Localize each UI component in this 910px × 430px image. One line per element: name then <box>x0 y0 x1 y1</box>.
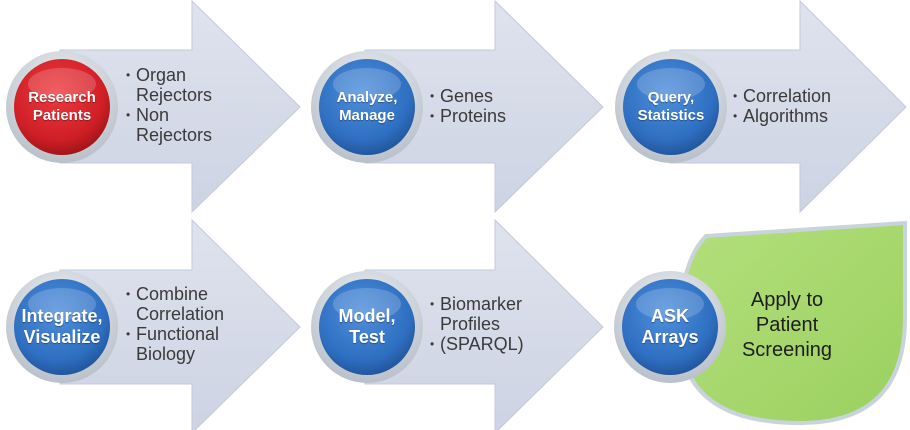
step-label-6-line-2: Arrays <box>641 327 699 347</box>
final-text-line-3: Screening <box>741 339 833 361</box>
step-circle-2 <box>311 51 423 163</box>
step-label-2-line-2: Manage <box>339 107 395 124</box>
final-outcome-text: Apply to Patient Screening <box>717 288 857 363</box>
step-label-6-line-1: ASK <box>650 306 689 326</box>
bullet-item: (SPARQL) <box>430 334 550 354</box>
step-label-4: Integrate, Visualize <box>12 306 112 348</box>
bullet-item: Organ Rejectors <box>126 65 236 105</box>
step-label-4-line-2: Visualize <box>23 327 101 347</box>
step-circle-1 <box>6 51 118 163</box>
step-label-3-line-2: Statistics <box>637 107 705 124</box>
step-4-bullets: Combine Correlation Functional Biology <box>126 284 256 364</box>
step-label-4-line-1: Integrate, <box>21 306 103 326</box>
step-label-6: ASK Arrays <box>620 306 720 348</box>
step-label-1-line-2: Patients <box>32 107 92 124</box>
step-circle-4 <box>6 271 118 383</box>
step-label-2-line-1: Analyze, <box>336 89 398 106</box>
bullet-item: Proteins <box>430 106 560 126</box>
step-label-2: Analyze, Manage <box>317 89 417 125</box>
step-label-5-line-1: Model, <box>338 306 396 326</box>
step-label-3-line-1: Query, <box>647 89 695 106</box>
bullet-item: Functional Biology <box>126 324 256 364</box>
final-text-line-2: Patient <box>755 314 819 336</box>
step-circle-5 <box>311 271 423 383</box>
bullet-item: Combine Correlation <box>126 284 256 324</box>
bullet-item: Algorithms <box>733 106 873 126</box>
step-5-bullets: Biomarker Profiles (SPARQL) <box>430 294 550 354</box>
step-1-bullets: Organ Rejectors Non Rejectors <box>126 65 236 145</box>
step-circle-6 <box>614 271 726 383</box>
step-label-1: Research Patients <box>12 89 112 125</box>
bullet-item: Genes <box>430 86 560 106</box>
bullet-item: Correlation <box>733 86 873 106</box>
final-text-line-1: Apply to <box>750 289 824 311</box>
step-circle-3 <box>615 51 727 163</box>
step-2-bullets: Genes Proteins <box>430 86 560 126</box>
step-label-3: Query, Statistics <box>621 89 721 125</box>
bullet-item: Biomarker Profiles <box>430 294 550 334</box>
bullet-item: Non Rejectors <box>126 105 236 145</box>
step-3-bullets: Correlation Algorithms <box>733 86 873 126</box>
step-label-1-line-1: Research <box>28 89 96 106</box>
step-label-5: Model, Test <box>317 306 417 348</box>
step-label-5-line-2: Test <box>349 327 385 347</box>
